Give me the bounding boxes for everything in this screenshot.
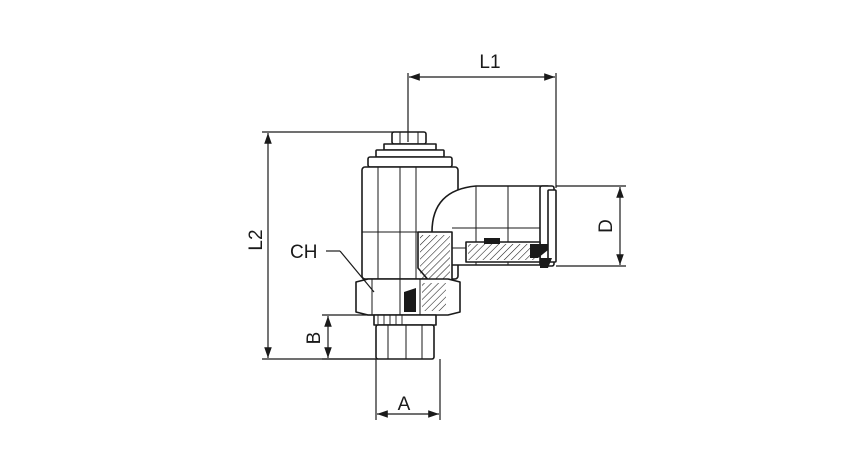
label-a: A [398,394,411,415]
dimension-b: B [304,314,376,360]
dimension-a: A [375,359,441,420]
label-ch: CH [290,242,317,263]
fitting-body [355,131,557,360]
dimension-l1: L1 [407,52,557,188]
leader-ch: CH [290,242,375,293]
label-l2: L2 [246,229,267,250]
dimension-d: D [556,185,626,267]
label-l1: L1 [479,52,500,73]
label-d: D [596,219,617,233]
label-b: B [304,332,325,345]
